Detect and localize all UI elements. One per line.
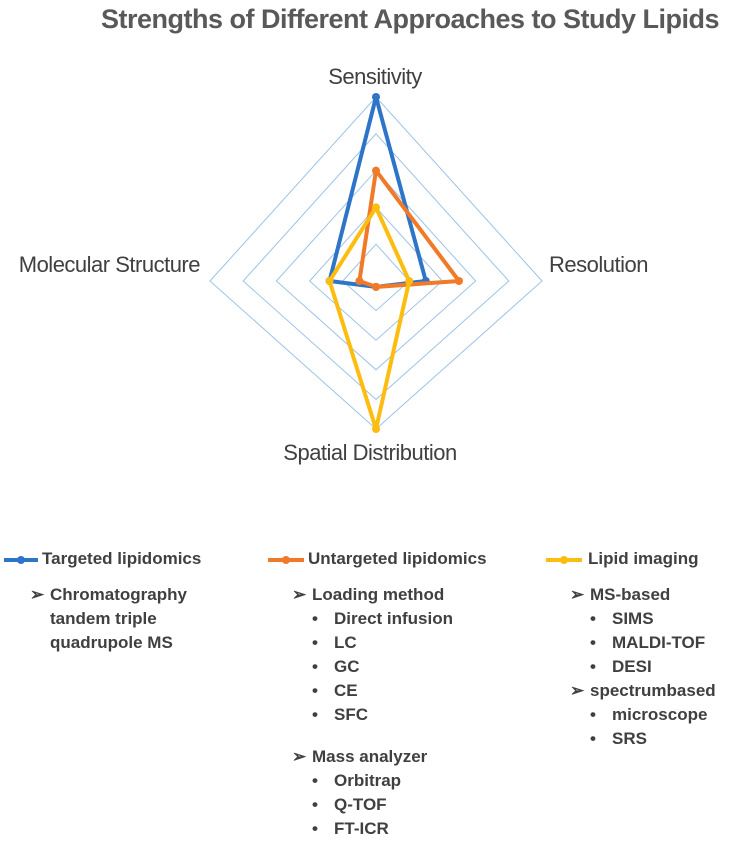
series-point-1-0 [372, 166, 380, 175]
list-item: DESI [612, 657, 652, 676]
grid-ring [342, 243, 410, 312]
arrow-icon: ➢ [570, 681, 585, 700]
targeted-item: Chromatography [50, 585, 187, 604]
series-point-1-2 [372, 282, 380, 291]
arrow-icon: ➢ [570, 585, 585, 604]
legend-marker-targeted [17, 556, 25, 564]
targeted-item: tandem triple [50, 609, 157, 628]
list-item: SRS [612, 729, 647, 748]
grid-ring [242, 133, 510, 401]
bullet-icon: • [312, 819, 318, 838]
group-heading: Loading method [312, 585, 445, 604]
bullet-icon: • [590, 633, 596, 652]
legend-marker-untargeted [282, 556, 290, 564]
axis-label-sensitivity: Sensitivity [328, 64, 422, 89]
radar-grid [209, 96, 543, 430]
list-item: LC [334, 633, 357, 652]
arrow-icon: ➢ [30, 585, 45, 604]
legend-label-untargeted: Untargeted lipidomics [308, 549, 487, 568]
list-item: microscope [612, 705, 708, 724]
radar-series [325, 93, 463, 433]
group-heading: Mass analyzer [312, 747, 428, 766]
list-item: MALDI-TOF [612, 633, 706, 652]
bullet-icon: • [312, 633, 318, 652]
legend-label-targeted: Targeted lipidomics [42, 549, 202, 568]
bullet-icon: • [312, 705, 318, 724]
list-item: Q-TOF [334, 795, 387, 814]
series-point-2-2 [372, 425, 380, 433]
bullet-icon: • [590, 609, 596, 628]
series-point-2-1 [405, 277, 414, 285]
grid-ring [275, 169, 477, 371]
radar-chart: Sensitivity Resolution Spatial Distribut… [19, 64, 649, 465]
imaging-ms-based: ➢ MS-based • SIMS • MALDI-TOF • DESI ➢ spectr… [570, 583, 716, 751]
targeted-item: quadrupole MS [50, 633, 173, 652]
axis-label-resolution: Resolution [549, 252, 648, 277]
chart-title: Strengths of Different Approaches to Stu… [100, 4, 720, 34]
list-item: SFC [334, 705, 368, 724]
series-line-1 [357, 168, 461, 289]
series-point-2-3 [325, 277, 334, 285]
series-point-0-0 [372, 93, 380, 101]
bullet-icon: • [312, 795, 318, 814]
bullet-icon: • [312, 681, 318, 700]
list-item: GC [334, 657, 360, 676]
series-point-1-3 [355, 277, 364, 285]
bullet-icon: • [590, 657, 596, 676]
list-item: Orbitrap [334, 771, 402, 790]
bullet-icon: • [312, 609, 318, 628]
legend-marker-imaging [560, 556, 568, 564]
bullet-icon: • [590, 705, 596, 724]
axis-label-spatial-distribution: Spatial Distribution [283, 440, 456, 465]
group-heading: MS-based [590, 585, 671, 604]
arrow-icon: ➢ [292, 747, 307, 766]
list-item: Direct infusion [334, 609, 454, 628]
list-item: CE [334, 681, 358, 700]
series-point-1-1 [455, 277, 463, 285]
list-item: FT-ICR [334, 819, 389, 838]
targeted-method: ➢ Chromatography tandem triple quadrupole… [30, 583, 187, 655]
list-item: SIMS [612, 609, 654, 628]
bullet-icon: • [312, 771, 318, 790]
untargeted-mass-analyzer: ➢ Mass analyzer • Orbitrap • Q-TOF • FT-ICR [292, 745, 427, 841]
series-point-2-0 [372, 203, 380, 212]
bullet-icon: • [312, 657, 318, 676]
untargeted-loading-method: ➢ Loading method • Direct infusion • LC • GC… [292, 583, 453, 727]
legend-label-imaging: Lipid imaging [588, 549, 699, 568]
axis-label-molecular-structure: Molecular Structure [19, 252, 201, 277]
bullet-icon: • [590, 729, 596, 748]
arrow-icon: ➢ [292, 585, 307, 604]
group-heading: spectrumbased [590, 681, 716, 700]
